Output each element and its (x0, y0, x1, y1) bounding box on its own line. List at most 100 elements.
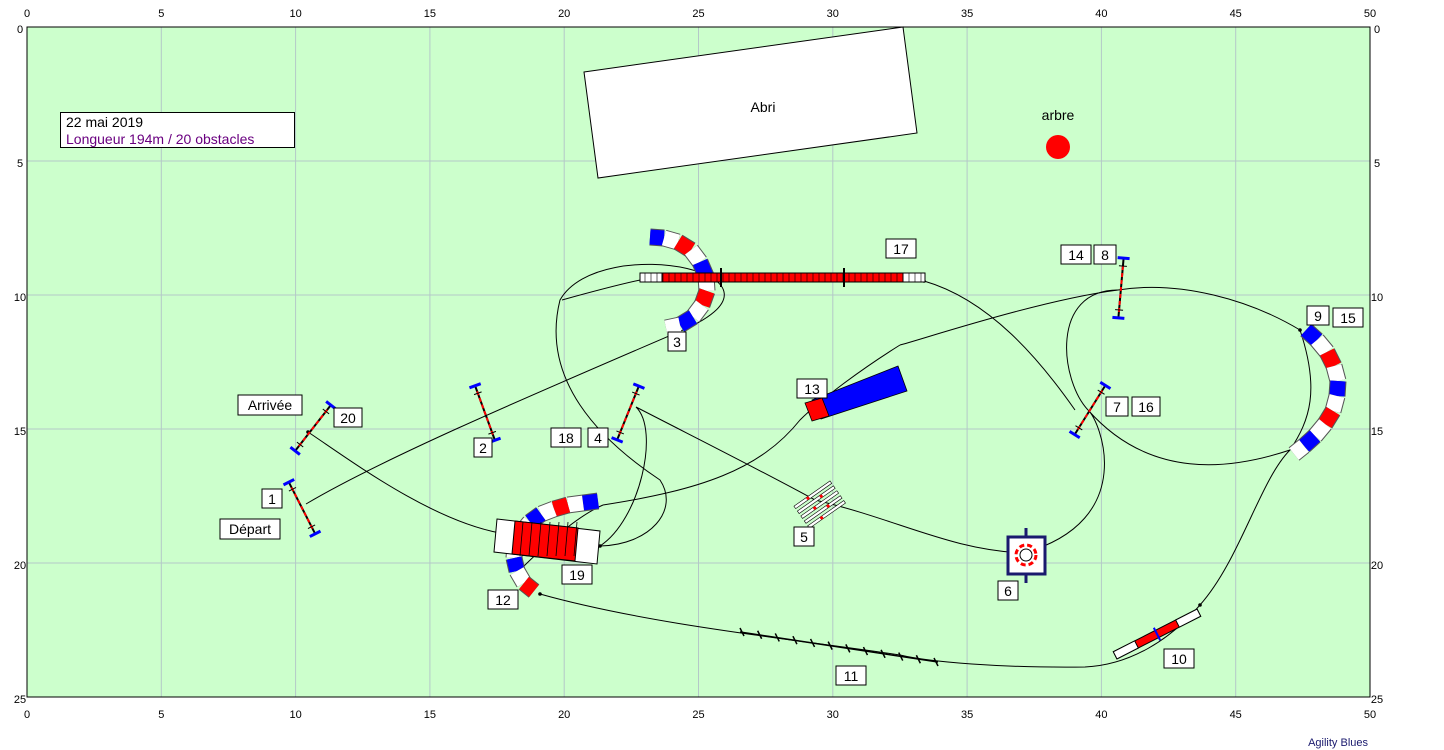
chute-13 (804, 365, 908, 422)
number-box (561, 564, 593, 585)
weave-pole (880, 649, 886, 659)
x-tick-top: 35 (961, 8, 973, 20)
number-box (885, 238, 917, 259)
label-box (219, 518, 281, 540)
number-text: 8 (1101, 247, 1109, 263)
weave-pole (933, 657, 939, 667)
number-box (473, 437, 493, 458)
y-tick-right: 5 (1374, 158, 1380, 170)
number-box (835, 665, 867, 686)
jump-wing (611, 436, 624, 444)
obstacle-number-6: 6 (997, 580, 1019, 601)
y-tick-left: 20 (14, 560, 26, 572)
y-tick-right: 15 (1371, 426, 1383, 438)
tunnel-segment (1320, 348, 1341, 370)
y-tick-right: 0 (1374, 24, 1380, 36)
path-segment (599, 406, 1025, 554)
tunnel-segment (1329, 380, 1346, 397)
tunnel-segment (1325, 394, 1345, 413)
y-tick-left: 5 (17, 158, 23, 170)
tree-label: arbre (1042, 107, 1075, 123)
long-jump-board (793, 480, 833, 510)
weave-pole (739, 627, 745, 637)
number-box (1131, 396, 1161, 417)
number-box (550, 427, 582, 448)
x-tick-bottom: 15 (424, 709, 436, 721)
tree (1046, 135, 1070, 159)
obstacle-number-14: 14 (1060, 244, 1092, 265)
jump-8-14 (1112, 256, 1130, 320)
tunnel-segment (567, 495, 584, 513)
jump-7-16 (1068, 380, 1112, 440)
jump-bar-stripes (618, 391, 638, 435)
tunnel-segment (582, 493, 599, 511)
x-tick-top: 10 (289, 8, 301, 20)
y-tick-left: 25 (14, 694, 26, 706)
x-tick-bottom: 30 (827, 709, 839, 721)
field-border (26, 26, 1371, 698)
number-box (1332, 307, 1364, 328)
x-tick-bottom: 0 (24, 709, 30, 721)
tunnel-9-15 (1288, 323, 1347, 461)
jump-post (307, 524, 316, 529)
jump-wing (1068, 430, 1081, 440)
label-box (237, 394, 303, 416)
tunnel-segment (694, 288, 715, 308)
table-top (511, 520, 579, 562)
number-box (587, 427, 609, 448)
number-text: 2 (479, 440, 487, 456)
obstacle-number-17: 17 (885, 238, 917, 259)
x-tick-top: 0 (24, 8, 30, 20)
number-text: 5 (800, 529, 808, 545)
long-jump-marker (820, 516, 824, 520)
course-date: 22 mai 2019 (66, 114, 144, 130)
table-slat (564, 521, 569, 557)
obstacle-number-8: 8 (1093, 244, 1117, 265)
number-text: 14 (1068, 247, 1084, 263)
tunnel-segment (519, 577, 539, 597)
number-text: 6 (1004, 583, 1012, 599)
jump-4-18 (611, 382, 645, 444)
table-slat (555, 521, 560, 557)
jump-wing (282, 478, 295, 487)
number-box (1093, 244, 1117, 265)
long-jump-marker (819, 494, 823, 498)
jump-post (631, 391, 640, 396)
weave-pole (756, 630, 763, 640)
path-segment (602, 344, 901, 506)
weave-pole (862, 646, 869, 656)
tunnel-segment (1289, 440, 1309, 460)
path-segment (305, 332, 677, 505)
jump-bar-stripes (298, 409, 328, 447)
tunnel-segment (525, 507, 546, 529)
weave-pole (774, 633, 780, 642)
jump-post (1118, 265, 1127, 267)
table-slat (573, 521, 578, 557)
shelter (583, 26, 918, 179)
obstacle-number-18: 18 (550, 427, 582, 448)
jump-wing (632, 382, 645, 390)
dogwalk-17 (639, 268, 926, 287)
long-jump-board (803, 495, 843, 524)
x-tick-bottom: 45 (1230, 709, 1242, 721)
number-box (1163, 648, 1195, 669)
tunnel-segment (685, 245, 706, 267)
number-text: 18 (558, 430, 574, 446)
x-tick-top: 20 (558, 8, 570, 20)
number-box (796, 378, 828, 399)
number-box (1306, 305, 1330, 326)
number-box (997, 580, 1019, 601)
tunnel-segment (1318, 407, 1340, 428)
tunnel-segment (676, 310, 697, 332)
weave-pole (792, 635, 798, 645)
weave-pole (845, 644, 851, 653)
jump-bar-stripes (1076, 389, 1104, 431)
tunnel-segment (510, 567, 531, 587)
obstacle-number-4: 4 (587, 427, 609, 448)
obstacle-number-11: 11 (835, 665, 867, 686)
jump-post (616, 430, 625, 435)
number-text: 12 (495, 592, 511, 608)
tunnel-segment (1309, 419, 1331, 441)
x-tick-top: 50 (1364, 8, 1376, 20)
